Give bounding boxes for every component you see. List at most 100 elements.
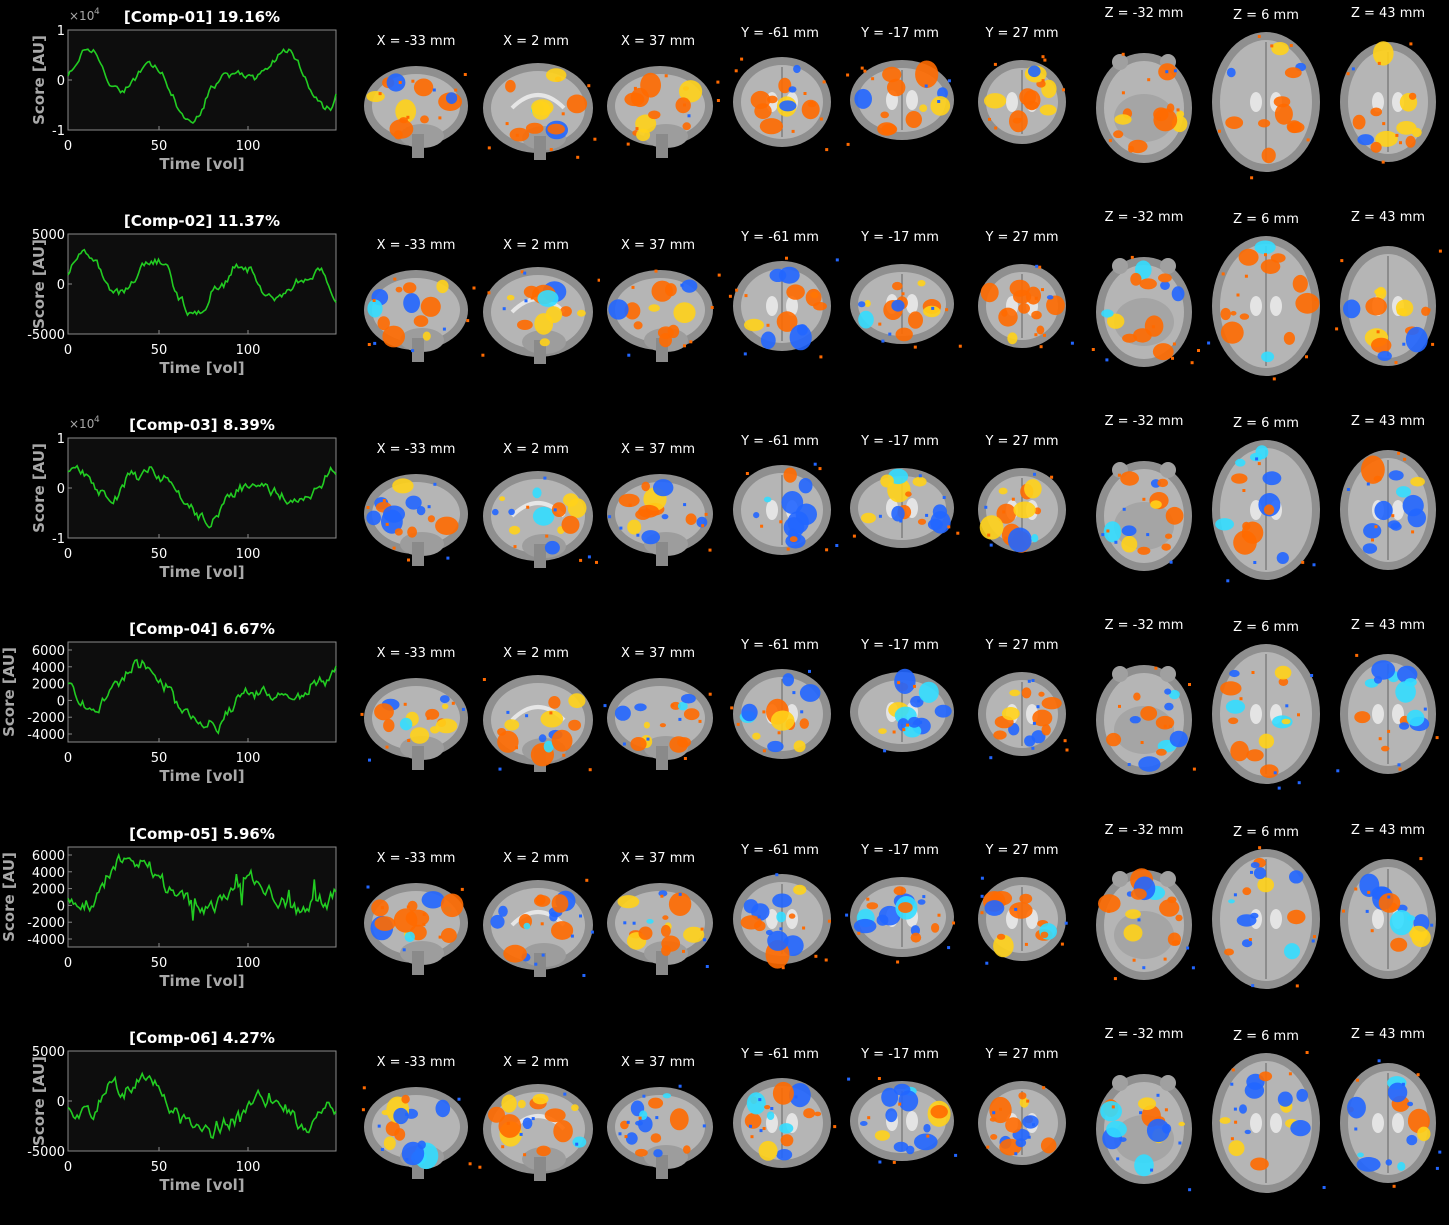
slice-coordinate-label: Y = 27 mm [985,230,1059,245]
component-title: [Comp-06] 4.27% [129,1029,275,1047]
y-tick-label: 2000 [32,883,65,898]
x-tick-label: 50 [151,751,168,766]
brain-slice-map [364,66,468,158]
slice-coordinate-label: Y = -17 mm [861,1047,939,1062]
plot-axes [67,1050,337,1152]
slice-coordinate-label: Z = 43 mm [1350,210,1426,225]
slice-coordinate-label: Z = -32 mm [1104,6,1184,21]
brain-slice-map [733,1078,837,1168]
component-timecourse [67,852,337,921]
slice-coordinate-label: X = -33 mm [376,442,456,457]
y-tick-label: -5000 [27,328,65,343]
slice-coordinate-label: X = 2 mm [503,34,569,49]
slice-coordinate-label: Y = -61 mm [741,434,819,449]
component-title: [Comp-02] 11.37% [124,212,280,230]
x-axis-label: Time [vol] [159,155,244,173]
x-tick-label: 0 [64,1160,72,1175]
slice-coordinate-label: Y = 27 mm [985,26,1059,41]
brain-slice-map [1096,1074,1192,1192]
y-tick-label: 0 [57,1095,65,1110]
brain-slice-map [361,1086,472,1179]
brain-slice-map [483,878,594,977]
component-title: [Comp-05] 5.96% [129,825,275,843]
brain-slice-map [483,63,597,160]
x-tick-label: 0 [64,751,72,766]
component-timecourse [67,1071,337,1140]
slice-coordinate-label: Y = 27 mm [985,434,1059,449]
brain-slice-map [728,256,839,359]
plot-axes [67,437,337,539]
slice-coordinate-label: X = 2 mm [503,851,569,866]
slice-coordinate-label: X = 37 mm [620,851,696,866]
brain-slice-map [1336,653,1439,774]
brain-slice-map [1212,846,1320,989]
slice-coordinate-label: X = -33 mm [376,238,456,253]
slice-coordinate-label: X = -33 mm [376,851,456,866]
slice-coordinate-label: Z = 43 mm [1350,6,1426,21]
brain-slice-map [607,883,713,975]
brain-slice-map [607,269,721,362]
axis-exponent-power: 4 [94,7,100,17]
slice-coordinate-label: Y = -17 mm [861,434,939,449]
slice-coordinate-label: Z = 6 mm [1233,8,1299,23]
y-axis-label: Score [AU] [0,852,18,942]
slice-coordinate-label: Y = -61 mm [741,230,819,245]
y-axis-label: Score [AU] [30,1056,48,1146]
brain-slice-map [607,66,720,158]
y-tick-label: 0 [57,482,65,497]
slice-coordinate-label: Y = -61 mm [741,843,819,858]
y-tick-label: 0 [57,74,65,89]
brain-slice-map [850,468,960,548]
y-tick-label: 6000 [32,849,65,864]
x-axis-label: Time [vol] [159,359,244,377]
brain-slice-map [1340,41,1436,164]
slice-coordinate-label: X = 2 mm [503,238,569,253]
slice-coordinate-label: Y = -61 mm [741,26,819,41]
y-tick-label: -4000 [27,933,65,948]
component-title: [Comp-04] 6.67% [129,620,275,638]
slice-coordinate-label: Z = 6 mm [1233,825,1299,840]
brain-slice-map [483,471,598,568]
x-tick-label: 50 [151,547,168,562]
slice-coordinate-label: Y = -17 mm [861,26,939,41]
component-title: [Comp-03] 8.39% [129,416,275,434]
slice-coordinate-label: X = 2 mm [503,1055,569,1070]
brain-slice-map [478,1084,593,1181]
plot-axes [67,846,337,948]
slice-coordinate-label: Y = -17 mm [861,843,939,858]
slice-coordinate-label: Y = -17 mm [861,638,939,653]
brain-slice-map [1091,255,1200,367]
brain-slice-map [482,675,593,772]
y-tick-label: 1 [57,432,65,447]
slice-coordinate-label: Z = 6 mm [1233,212,1299,227]
brain-slice-map [733,873,831,970]
brain-slice-map [978,264,1074,349]
axis-exponent: ×10 [69,417,94,431]
brain-slice-map [845,877,955,964]
slice-coordinate-label: Z = 6 mm [1233,1029,1299,1044]
y-tick-label: 0 [57,278,65,293]
x-tick-label: 100 [236,1160,261,1175]
x-axis-label: Time [vol] [159,972,244,990]
component-timecourse [67,248,337,317]
slice-coordinate-label: X = -33 mm [376,1055,456,1070]
brain-slice-map [603,678,713,770]
y-tick-label: -4000 [27,728,65,743]
brain-slice-map [607,1084,713,1179]
brain-slice-map [850,668,954,753]
brain-slice-map [1212,644,1320,790]
axis-exponent: ×10 [69,9,94,23]
y-tick-label: 5000 [32,1045,65,1060]
axis-exponent-power: 4 [94,415,100,425]
brain-slice-map [1096,665,1196,775]
x-tick-label: 0 [64,139,72,154]
y-tick-label: 0 [57,694,65,709]
brain-slice-map [730,669,831,759]
y-tick-label: 4000 [32,866,65,881]
y-tick-label: 1 [57,24,65,39]
x-tick-label: 100 [236,547,261,562]
brain-slice-map [1340,450,1436,570]
